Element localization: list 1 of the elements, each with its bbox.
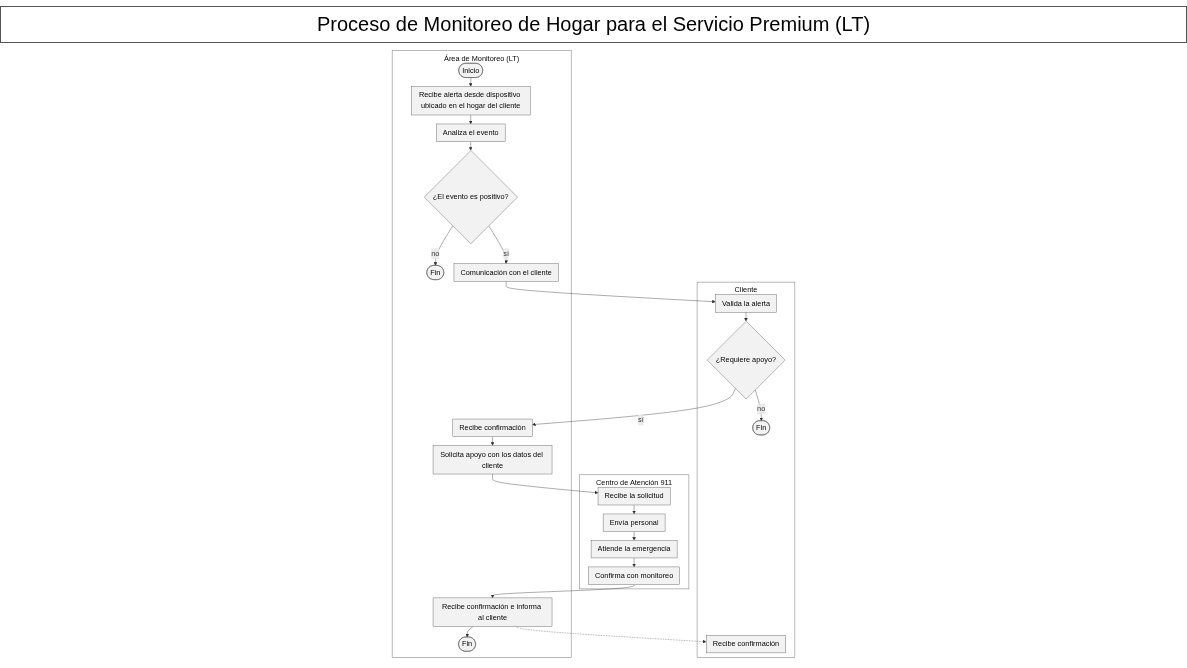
diagram-title: Proceso de Monitoreo de Hogar para el Servicio Premium (LT) xyxy=(0,6,1187,43)
